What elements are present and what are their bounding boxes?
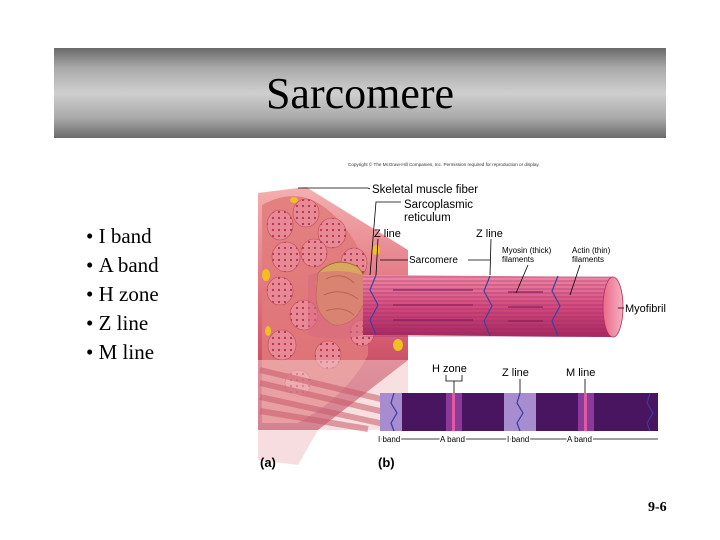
slide-title: Sarcomere (265, 68, 455, 118)
copyright-text: Copyright © The McGraw-Hill Companies, I… (348, 161, 540, 167)
leader-lines (298, 187, 658, 440)
label-z-line-1: Z line (374, 228, 401, 240)
label-m-line: M line (566, 367, 595, 379)
bullet-item: H zone (86, 280, 159, 309)
label-a-band-1: A band (440, 435, 465, 444)
title-bar: Sarcomere (54, 48, 666, 138)
label-myosin-2: filaments (502, 255, 534, 264)
label-myosin: Myosin (thick) (502, 246, 552, 255)
myofibril-cylinder (308, 271, 624, 339)
bullet-item: I band (86, 222, 159, 251)
label-actin: Actin (thin) (572, 246, 611, 255)
label-h-zone: H zone (432, 363, 467, 375)
label-sarcoplasmic: Sarcoplasmic (404, 199, 473, 211)
bullet-list: I band A band H zone Z line M line (86, 222, 159, 367)
label-z-line-b: Z line (502, 367, 529, 379)
bullet-item: A band (86, 251, 159, 280)
label-a-band-2: A band (567, 435, 592, 444)
label-i-band-1: I band (378, 435, 400, 444)
label-sarcomere: Sarcomere (409, 255, 458, 266)
slide-number: 9-6 (648, 500, 667, 515)
label-panel-a: (a) (260, 455, 276, 470)
label-reticulum: reticulum (404, 212, 451, 224)
label-panel-b: (b) (378, 455, 395, 470)
label-skeletal-muscle-fiber: Skeletal muscle fiber (372, 184, 478, 196)
label-z-line-2: Z line (476, 228, 503, 240)
bullet-item: M line (86, 338, 159, 367)
bullet-item: Z line (86, 309, 159, 338)
label-myofibril: Myofibril (625, 303, 666, 315)
label-i-band-2: I band (507, 435, 529, 444)
label-actin-2: filaments (572, 255, 604, 264)
band-strip (380, 392, 658, 432)
sarcomere-figure: Copyright © The McGraw-Hill Companies, I… (258, 161, 666, 470)
